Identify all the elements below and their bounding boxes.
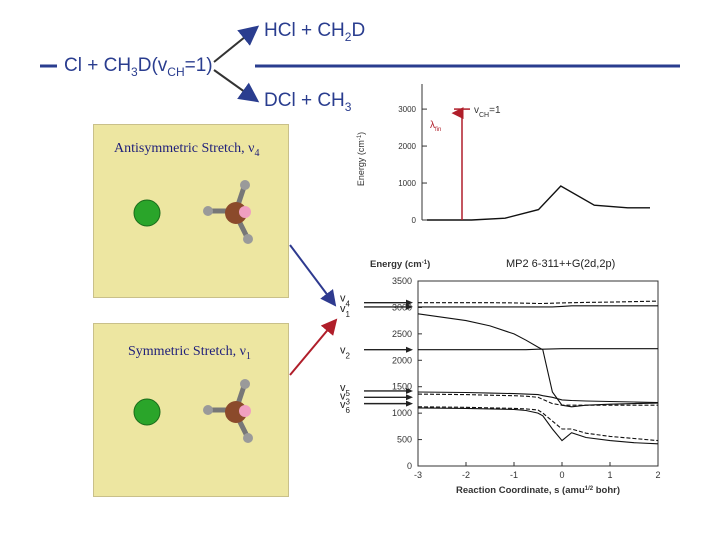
x-tick-label: 1 [607, 470, 612, 480]
x-tick-label: -3 [414, 470, 422, 480]
chlorine-atom [133, 398, 161, 426]
reaction-scheme-lines [40, 25, 680, 103]
product-h-label: HCl + CH2D [264, 20, 365, 44]
mode-arrow-head [406, 387, 413, 394]
deuterium-atom [239, 206, 251, 218]
y-tick-label: 1000 [398, 179, 416, 188]
reactant-label: Cl + CH3D(vCH=1) [64, 55, 213, 79]
lambda-label: λfin [430, 120, 441, 133]
mode-label-v1: v1 [340, 303, 351, 319]
series-line-5 [417, 391, 659, 404]
connector-antisymmetric [289, 244, 337, 307]
y-tick-label: 2000 [392, 355, 412, 365]
y-tick-label: 2500 [392, 329, 412, 339]
y-tick-label: 3000 [398, 105, 416, 114]
y-tick-label: 1500 [392, 382, 412, 392]
mode-arrow-head [406, 394, 413, 401]
y-axis-label: Energy (cm-1) [370, 259, 430, 270]
x-tick-label: -1 [510, 470, 518, 480]
product-h-prefix: HCl + CH [264, 20, 345, 41]
symmetric-panel: Symmetric Stretch, ν1 [93, 323, 289, 497]
product-d-prefix: DCl + CH [264, 90, 345, 111]
series-line-6 [417, 393, 658, 406]
antisymmetric-panel: Antisymmetric Stretch, ν4 [93, 124, 289, 298]
x-tick-label: -2 [462, 470, 470, 480]
method-label: MP2 6-311++G(2d,2p) [506, 258, 616, 270]
chlorine-atom [133, 199, 161, 227]
y-tick-label: 3500 [392, 276, 412, 286]
y-axis-label: Energy (cm-1) [356, 132, 366, 186]
mode-label-v2: v2 [340, 345, 351, 361]
barrier-curve [427, 185, 650, 221]
x-axis-label: Reaction Coordinate, s (amu1/2 bohr) [456, 485, 620, 496]
series-line-4 [418, 348, 658, 351]
connector-symmetric [289, 318, 338, 376]
y-tick-label: 500 [397, 435, 412, 445]
plot-frame [417, 280, 659, 467]
hydrogen-atom-left [203, 405, 213, 415]
symmetric-label: Symmetric Stretch, ν1 [128, 344, 251, 362]
series-line-7 [417, 406, 659, 442]
antisymmetric-label-sub: 4 [254, 147, 260, 159]
product-h-suffix: D [351, 20, 366, 41]
branch-arrow-up [213, 25, 260, 63]
hydrogen-atom-up [240, 180, 250, 190]
series-line-2 [418, 305, 658, 308]
level-label: vCH=1 [474, 105, 501, 119]
symmetric-label-sub: 1 [245, 350, 251, 362]
reactant-prefix: Cl + CH [64, 55, 132, 76]
mode-label-v5: v5 [340, 382, 351, 398]
y-tick-label: 1000 [392, 408, 412, 418]
y-tick-label: 0 [412, 216, 417, 225]
series-line-3 [417, 313, 659, 408]
product-d-label: DCl + CH3 [264, 90, 351, 114]
product-d-sub: 3 [344, 99, 352, 114]
reactant-suffix: =1) [184, 55, 213, 76]
hydrogen-atom-down [243, 234, 253, 244]
mode-arrow-head [406, 400, 413, 407]
hydrogen-atom-left [203, 206, 213, 216]
mode-arrow-head [406, 346, 413, 353]
mode-label-v4: v4 [340, 292, 351, 308]
x-tick-label: 0 [559, 470, 564, 480]
product-h-sub: 2 [344, 29, 352, 44]
symmetric-label-text: Symmetric Stretch, ν [128, 344, 246, 359]
deuterium-atom [239, 405, 251, 417]
antisymmetric-label-text: Antisymmetric Stretch, ν [114, 141, 255, 156]
series-line-1 [418, 300, 659, 305]
antisymmetric-label: Antisymmetric Stretch, ν4 [114, 141, 259, 159]
mode-arrow-head [406, 299, 413, 306]
hydrogen-atom-up [240, 379, 250, 389]
y-tick-label: 0 [407, 461, 412, 471]
x-tick-label: 2 [655, 470, 660, 480]
hydrogen-atom-down [243, 433, 253, 443]
symmetric-molecule [133, 379, 253, 443]
antisymmetric-molecule [133, 180, 253, 244]
reactant-mid: D(v [137, 55, 168, 76]
series-line-8 [417, 407, 659, 445]
reactant-sub1: 3 [131, 64, 138, 79]
branch-arrow-down [213, 69, 260, 103]
reactant-sub2: CH [167, 64, 185, 79]
y-tick-label: 2000 [398, 142, 416, 151]
mode-label-v3: v3 [340, 391, 351, 407]
mode-arrow-head [406, 303, 413, 310]
mode-label-v6: v6 [340, 399, 351, 415]
